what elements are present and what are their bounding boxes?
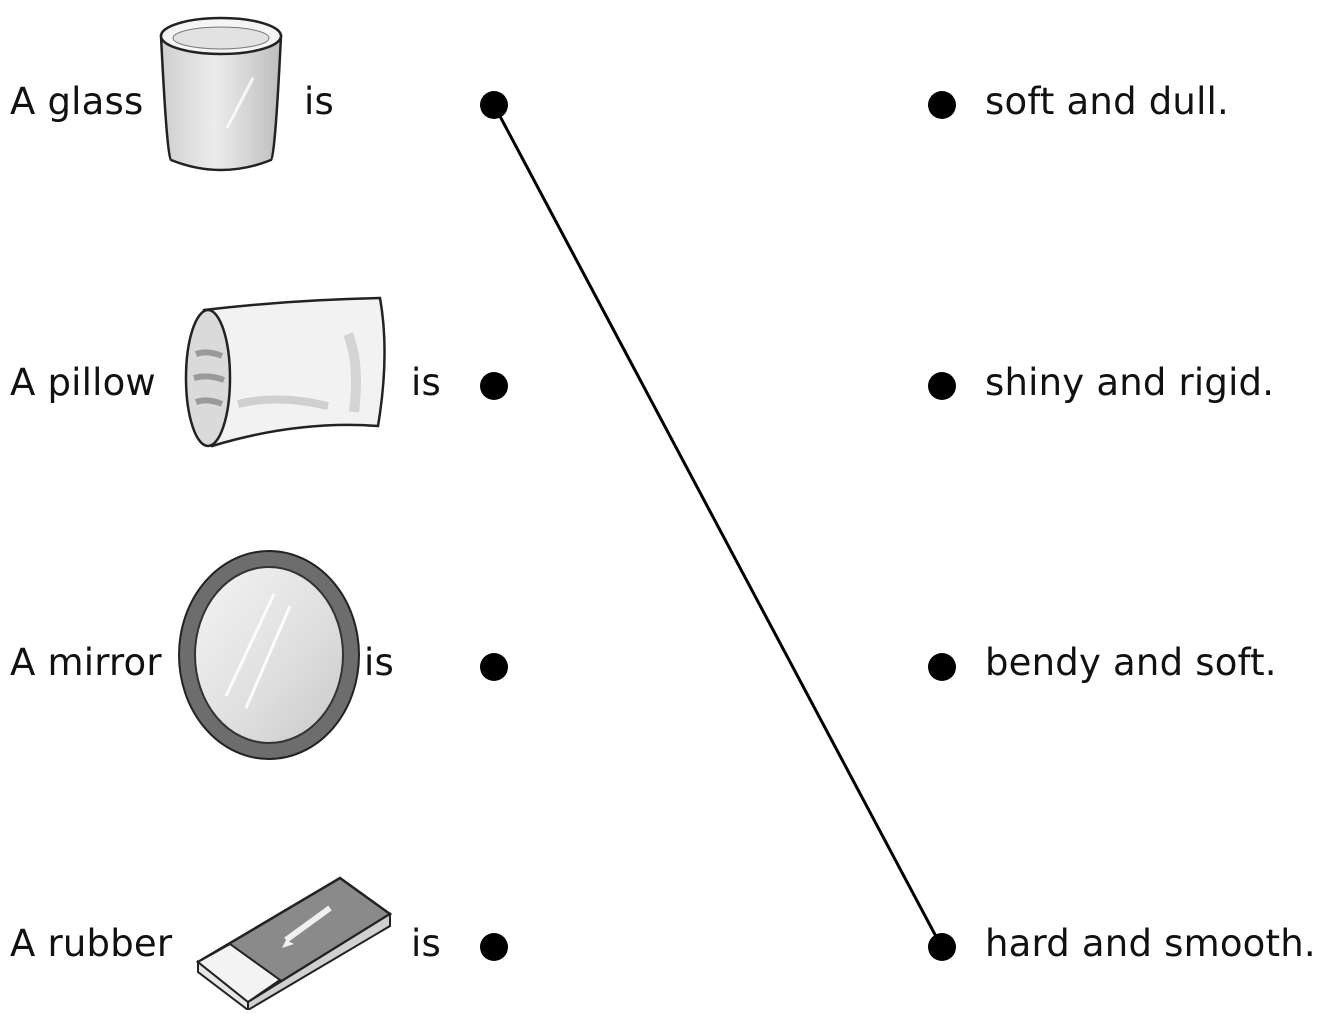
left-dot-pillow[interactable] (480, 372, 508, 400)
verb-is-glass: is (304, 80, 334, 123)
left-dot-mirror[interactable] (480, 653, 508, 681)
verb-is-mirror: is (364, 641, 394, 684)
subject-glass: A glass (10, 80, 144, 123)
mirror-icon (174, 546, 364, 768)
rubber-icon (190, 868, 400, 1014)
glass-icon (157, 8, 285, 184)
pillow-icon (178, 294, 390, 454)
property-bendy-and-soft: bendy and soft. (985, 641, 1277, 684)
left-dot-rubber[interactable] (480, 933, 508, 961)
subject-mirror: A mirror (10, 641, 162, 684)
right-dot-bendy-and-soft[interactable] (928, 653, 956, 681)
property-shiny-and-rigid: shiny and rigid. (985, 361, 1275, 404)
right-dot-soft-and-dull[interactable] (928, 91, 956, 119)
match-line-glass-to-hard-and-smooth (492, 104, 942, 945)
right-dot-shiny-and-rigid[interactable] (928, 372, 956, 400)
subject-rubber: A rubber (10, 922, 173, 965)
subject-pillow: A pillow (10, 361, 156, 404)
property-hard-and-smooth: hard and smooth. (985, 922, 1316, 965)
right-dot-hard-and-smooth[interactable] (928, 933, 956, 961)
verb-is-pillow: is (411, 361, 441, 404)
property-soft-and-dull: soft and dull. (985, 80, 1229, 123)
verb-is-rubber: is (411, 922, 441, 965)
left-dot-glass[interactable] (480, 91, 508, 119)
